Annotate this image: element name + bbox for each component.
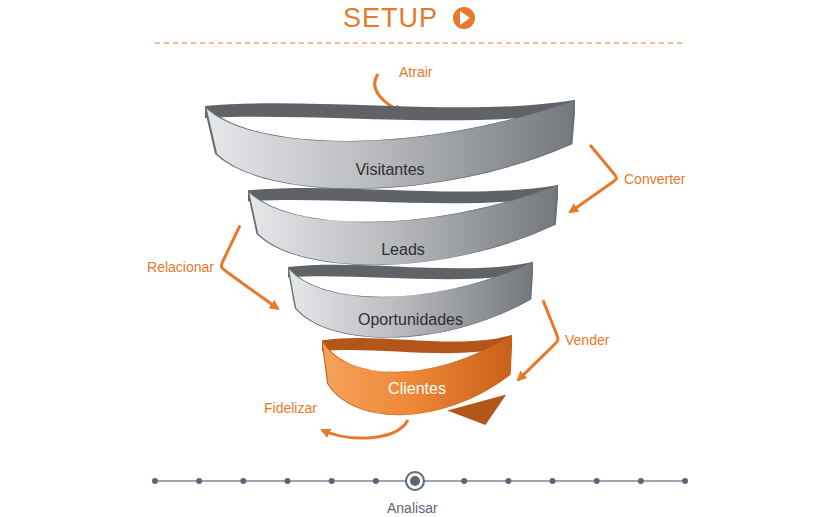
- ribbon-front: [322, 335, 512, 415]
- timeline-dot: [373, 478, 379, 484]
- timeline-current: [406, 472, 424, 490]
- ribbon-front: [288, 262, 533, 337]
- edge-label: Relacionar: [145, 258, 216, 276]
- play-icon: [453, 7, 475, 29]
- band-label: Visitantes: [355, 161, 424, 179]
- timeline-dot: [196, 478, 202, 484]
- funnel-band: Visitantes: [205, 100, 575, 200]
- funnel-band: Oportunidades: [288, 262, 533, 347]
- band-label: Clientes: [388, 380, 446, 398]
- loyalty-arrow: [322, 420, 408, 438]
- band-label: Oportunidades: [358, 311, 463, 329]
- timeline-dot: [638, 478, 644, 484]
- ribbon-shape: [248, 185, 558, 275]
- timeline-dot: [240, 478, 246, 484]
- funnel-band: Leads: [248, 185, 558, 275]
- flow-arrow: [570, 145, 616, 212]
- timeline-dot: [594, 478, 600, 484]
- flow-arrow: [518, 300, 558, 380]
- timeline-dot: [461, 478, 467, 484]
- title: SETUP: [343, 2, 438, 34]
- timeline-dot: [550, 478, 556, 484]
- timeline-current-dot: [410, 476, 420, 486]
- ribbon-front: [248, 185, 558, 265]
- play-triangle: [460, 11, 470, 25]
- highlight-band: Clientes: [322, 335, 512, 425]
- timeline-dot: [329, 478, 335, 484]
- dashed-rule: [155, 43, 685, 44]
- edge-label: Converter: [622, 170, 687, 188]
- timeline-dot: [152, 478, 158, 484]
- ribbon-shape: [288, 262, 533, 347]
- band-label: Leads: [381, 241, 425, 259]
- step-label: Atrair: [397, 63, 434, 81]
- timeline-dot: [505, 478, 511, 484]
- edge-label: Vender: [563, 331, 611, 349]
- ribbon-shape: [205, 100, 575, 200]
- step-label: Fidelizar: [262, 399, 319, 417]
- timeline-dot: [285, 478, 291, 484]
- ribbon-front: [205, 100, 575, 189]
- timeline-dot: [682, 478, 688, 484]
- timeline-label: Analisar: [385, 499, 440, 517]
